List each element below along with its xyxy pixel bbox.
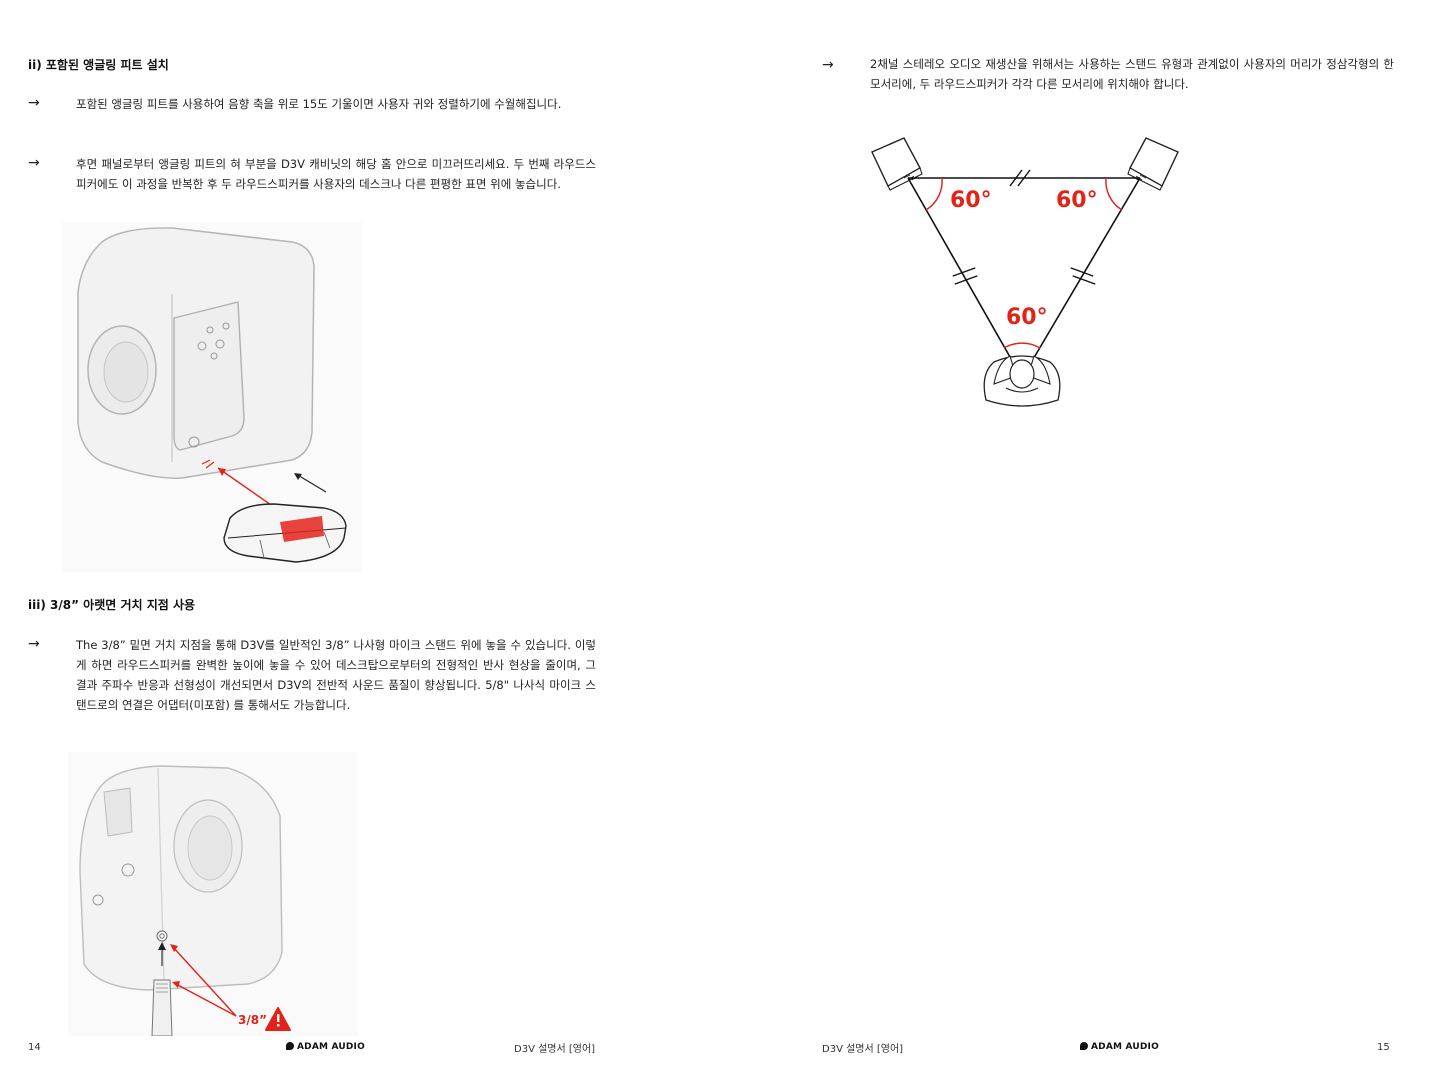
adam-audio-logo-icon: [1080, 1042, 1088, 1050]
right-speaker-icon: [1127, 137, 1179, 191]
angle-label-left: 60°: [950, 188, 992, 213]
logo-text: ADAM AUDIO: [1091, 1042, 1159, 1052]
section-heading-angling-feet: ii) 포함된 앵글링 피트 설치: [28, 58, 169, 72]
paragraph-stereo-triangle: 2채널 스테레오 오디오 재생산을 위해서는 사용하는 스탠드 유형과 관계없이…: [870, 57, 1394, 91]
angle-label-bottom: 60°: [1006, 305, 1048, 330]
thread-size-label: 3/8”: [238, 1013, 267, 1027]
arrow-icon: →: [28, 95, 40, 111]
left-speaker-icon: [871, 137, 923, 191]
doc-title-left: D3V 설명서 [영어]: [514, 1044, 596, 1055]
paragraph-angling-install: 후면 패널로부터 앵글링 피트의 혀 부분을 D3V 캐비닛의 해당 홈 안으로…: [76, 157, 596, 191]
paragraph-angling-tilt: 포함된 앵글링 피트를 사용하여 음향 축을 위로 15도 기울이면 사용자 귀…: [76, 97, 562, 111]
adam-audio-logo-icon: [286, 1042, 294, 1050]
listener-icon: [983, 355, 1061, 407]
arrow-icon: →: [822, 57, 834, 73]
speaker-mount-illustration: [68, 752, 358, 1036]
angle-label-right: 60°: [1056, 188, 1098, 213]
stereo-triangle-diagram: [871, 137, 1179, 407]
speaker-angling-feet-illustration: [62, 222, 362, 572]
arrow-icon: →: [28, 155, 40, 171]
adam-audio-logo-right: ADAM AUDIO: [1080, 1042, 1159, 1052]
paragraph-mount-point: The 3/8” 밑면 거치 지점을 통해 D3V를 일반적인 3/8” 나사형…: [76, 638, 596, 712]
logo-text: ADAM AUDIO: [297, 1042, 365, 1052]
section-heading-mount-point: iii) 3/8” 아랫면 거치 지점 사용: [28, 598, 196, 612]
page-number-left: 14: [28, 1042, 41, 1053]
doc-title-right: D3V 설명서 [영어]: [822, 1044, 904, 1055]
adam-audio-logo-left: ADAM AUDIO: [286, 1042, 365, 1052]
page-number-right: 15: [1377, 1042, 1390, 1053]
arrow-icon: →: [28, 636, 40, 652]
